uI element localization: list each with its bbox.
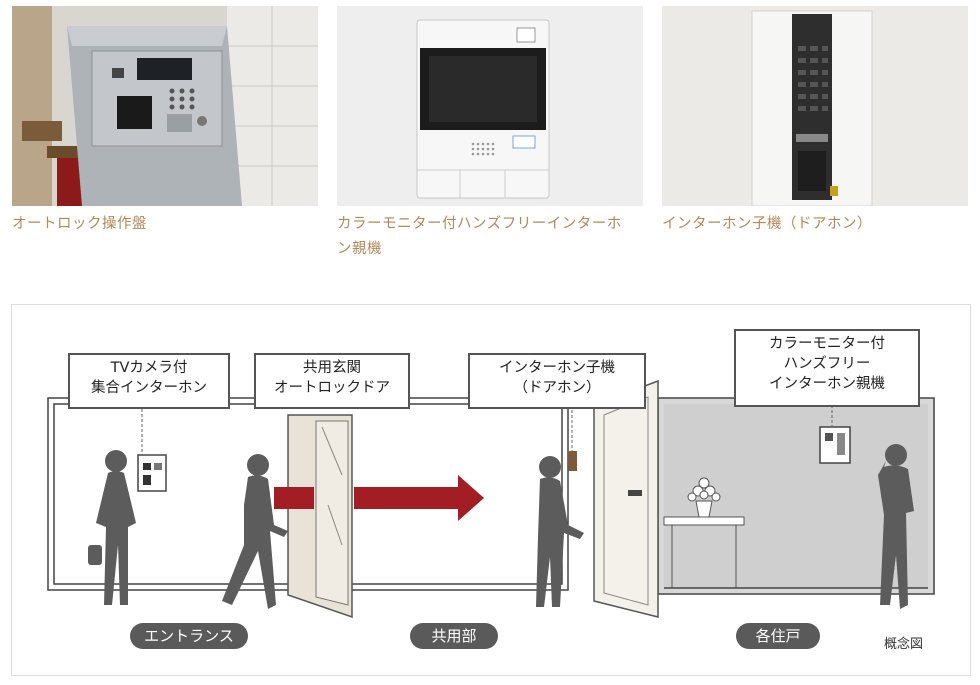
zone-pill-common: 共用部: [410, 623, 498, 649]
zone-pill-entrance: エントランス: [130, 623, 248, 649]
concept-diagram: TVカメラ付 集合インターホン 共用玄関 オートロックドア インターホン子機 （…: [11, 304, 971, 676]
photo-master-monitor: [337, 6, 643, 206]
photo-caption-autolock: オートロック操作盤: [12, 216, 147, 232]
label-tv-camera-intercom: TVカメラ付 集合インターホン: [68, 353, 230, 409]
label-master-unit: カラーモニター付 ハンズフリー インターホン親機: [734, 329, 920, 407]
photo-door-phone: [662, 6, 968, 206]
photo-caption-door-phone: インターホン子機（ドアホン）: [662, 216, 872, 232]
label-entrance-autolock-door: 共用玄関 オートロックドア: [254, 353, 410, 409]
photo-caption-master-monitor: カラーモニター付ハンズフリーインターホ ン親機: [337, 216, 622, 257]
label-door-phone: インターホン子機 （ドアホン）: [468, 353, 646, 409]
zone-pill-dwelling: 各住戸: [736, 623, 820, 649]
photo-autolock-panel: [12, 6, 318, 206]
concept-note: 概念図: [884, 637, 924, 652]
